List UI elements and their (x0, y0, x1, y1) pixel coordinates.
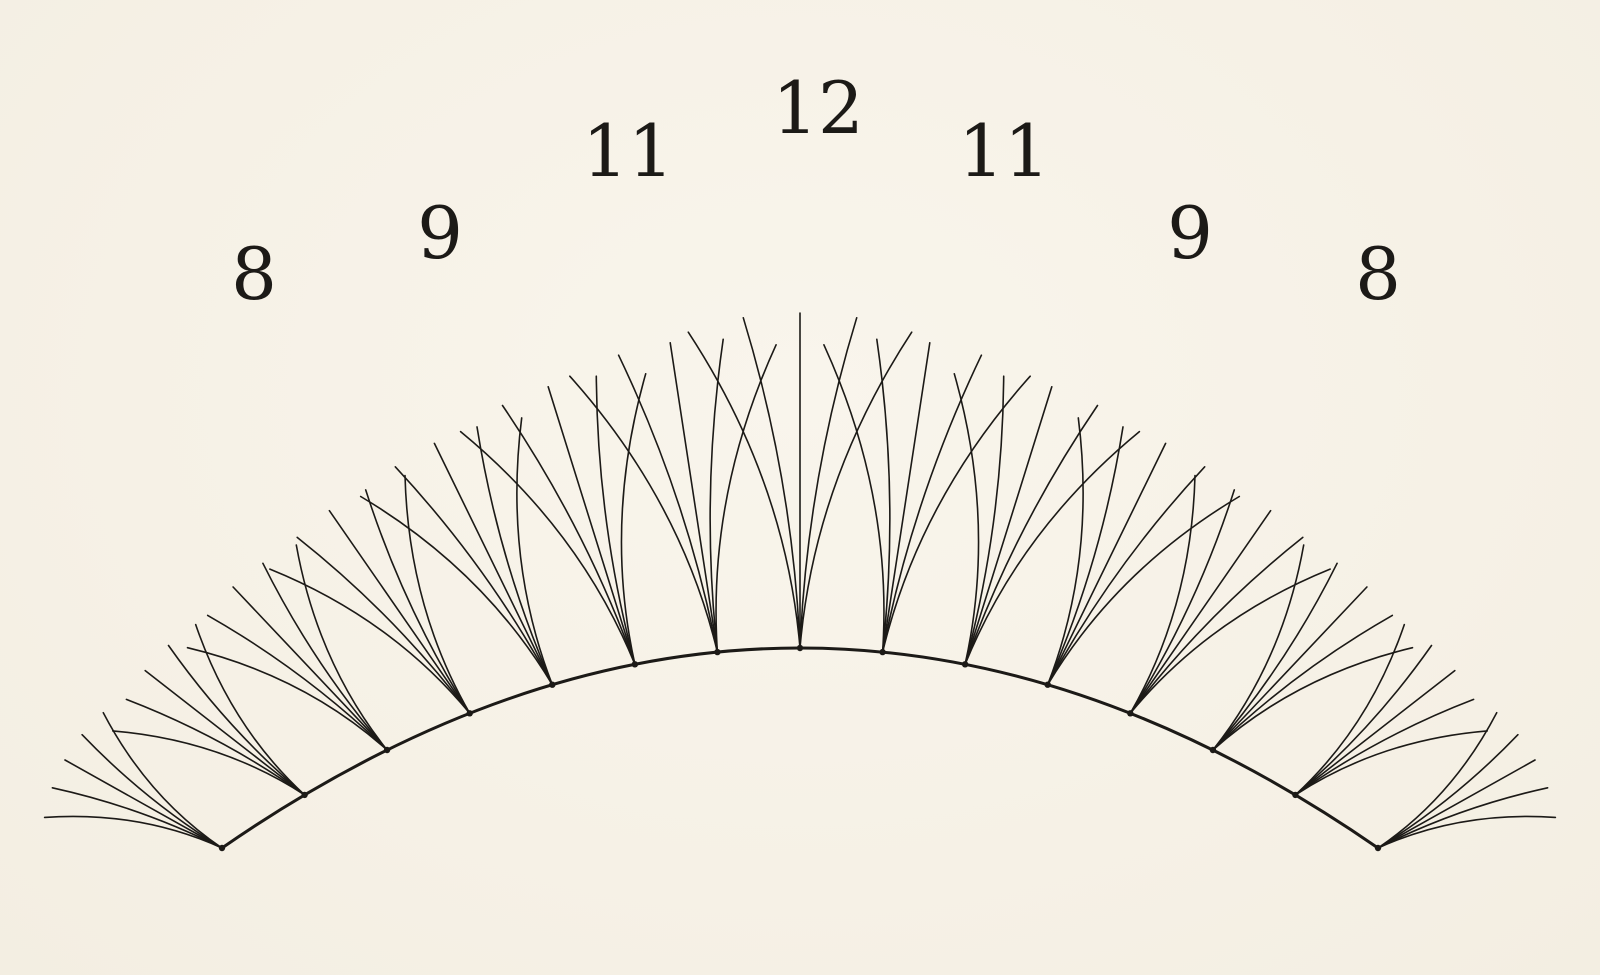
lash-strand (617, 354, 719, 653)
lash-strand (269, 568, 471, 715)
lash-strand (1294, 730, 1488, 796)
lash-strand (876, 338, 891, 653)
lash-fan (1127, 474, 1331, 717)
lash-strand (364, 489, 471, 715)
lash-line (220, 646, 1380, 850)
lash-strand (595, 375, 636, 666)
lash-strand (232, 586, 388, 751)
lash-strand (964, 430, 1141, 666)
lash-strand (1129, 568, 1331, 715)
lash-fan (1374, 711, 1557, 852)
lash-strand (964, 386, 1053, 666)
lash-strand (1129, 489, 1236, 715)
length-label-mid-right: 9 (1167, 191, 1213, 275)
length-label-inner-right: 11 (958, 109, 1050, 193)
lash-strand (1377, 733, 1519, 849)
lash-strand (1212, 544, 1305, 751)
lash-strand (1294, 698, 1475, 796)
lash-fan (953, 373, 1141, 668)
lash-strand (1046, 442, 1167, 686)
lash-strand (964, 375, 1005, 666)
lash-strand (516, 417, 554, 686)
lash-strand (404, 474, 471, 715)
lash-strand (1212, 586, 1368, 751)
lash-strand (1129, 536, 1304, 715)
length-label-inner-left: 11 (582, 109, 674, 193)
lash-strand (1377, 759, 1536, 849)
lash-strand (569, 375, 719, 653)
lash-strand (394, 466, 554, 686)
lash-strand (1129, 509, 1272, 715)
lash-strand (459, 430, 636, 666)
lash-strand (359, 495, 554, 686)
lash-strand (1046, 495, 1241, 686)
length-label-center: 12 (772, 66, 864, 150)
lash-strand (144, 669, 306, 796)
lash-fan (1209, 544, 1414, 754)
lash-strand (1294, 644, 1433, 796)
lash-strand (476, 426, 554, 686)
lash-strand (262, 562, 388, 751)
length-label-outer-right: 8 (1355, 232, 1401, 316)
lash-fan (687, 312, 913, 652)
lash-strand (547, 386, 636, 666)
lash-fan (569, 338, 777, 656)
lash-strand (1046, 426, 1124, 686)
lash-strand (501, 404, 636, 666)
length-label-outer-left: 8 (231, 232, 277, 316)
lash-fan (459, 373, 647, 668)
lash-strand (881, 354, 983, 653)
lash-fan (269, 474, 473, 717)
lash-strand (1046, 466, 1206, 686)
length-label-mid-left: 9 (417, 191, 463, 275)
lash-strand (194, 623, 306, 796)
lash-strand (296, 536, 471, 715)
lash-strand (799, 331, 913, 649)
lash-strand (881, 375, 1031, 653)
lash-strand (1294, 623, 1406, 796)
lash-fan (359, 417, 556, 688)
lash-strand (881, 342, 931, 653)
lash-strand (620, 373, 647, 666)
lash-strand (1294, 669, 1456, 796)
lash-strand (433, 442, 554, 686)
lash-strand (43, 815, 223, 849)
lash-strand (167, 644, 306, 796)
lash-strand (715, 344, 777, 653)
lash-fans (43, 312, 1557, 852)
lash-fan (186, 544, 391, 754)
lash-strand (51, 787, 223, 849)
lash-strand (1212, 562, 1338, 751)
lash-fan (823, 338, 1031, 656)
lash-strand (953, 373, 980, 666)
lash-strand (964, 404, 1099, 666)
lash-strand (1129, 474, 1196, 715)
lash-strand (81, 733, 223, 849)
lash-strand (687, 331, 801, 649)
lash-strand (669, 342, 719, 653)
lash-strand (1212, 614, 1394, 751)
lash-strand (1046, 417, 1084, 686)
lash-strand (1377, 787, 1549, 849)
lash-strand (102, 711, 223, 849)
lash-strand (295, 544, 388, 751)
lash-strand (125, 698, 306, 796)
lash-strand (742, 317, 801, 649)
lash-strand (1212, 646, 1414, 751)
lash-strand (1377, 711, 1498, 849)
lash-strand (64, 759, 223, 849)
lash-strand (823, 344, 885, 653)
lash-strand (328, 509, 471, 715)
lash-strand (206, 614, 388, 751)
lash-strand (799, 317, 858, 649)
lash-strand (1377, 815, 1557, 849)
lash-fan (1044, 417, 1241, 688)
lash-strand (186, 646, 388, 751)
lash-strand (112, 730, 306, 796)
